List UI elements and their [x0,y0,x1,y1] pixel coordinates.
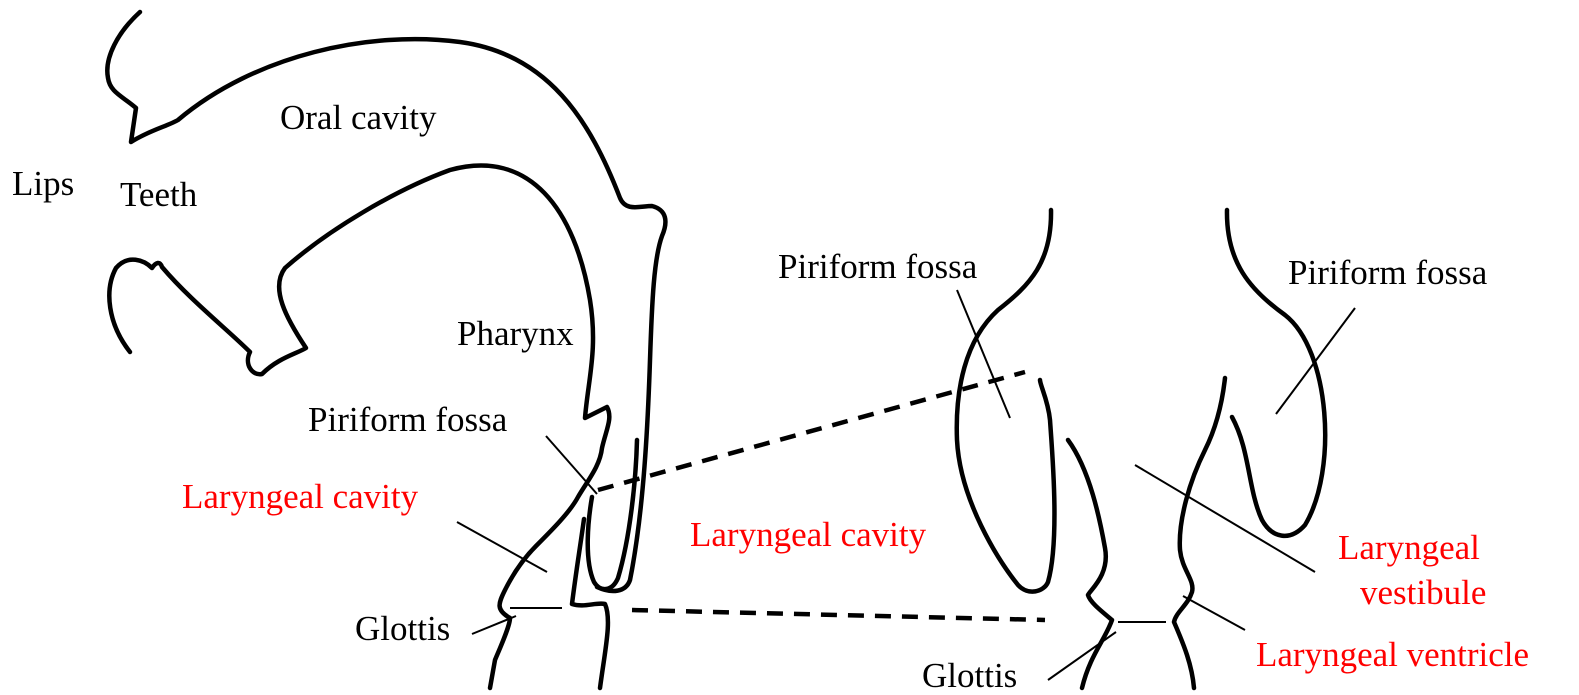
label-lips: Lips [12,164,74,203]
label-laryngeal-vestibule-line2: vestibule [1360,573,1486,612]
label-glottis-left: Glottis [355,609,450,648]
leader-laryngeal-ventricle [1183,596,1245,630]
leader-laryngeal-vestibule [1135,465,1315,572]
labels: Lips Teeth Oral cavity Pharynx Piriform … [12,98,1529,695]
label-pharynx: Pharynx [457,314,574,353]
leader-piriform-fossa-left [546,436,597,494]
label-teeth: Teeth [120,175,198,214]
leader-glottis-right [1048,632,1116,680]
label-laryngeal-vestibule-line1: Laryngeal [1338,528,1480,567]
epiglottis [588,440,637,589]
label-laryngeal-cavity-center: Laryngeal cavity [690,515,927,554]
leader-piriform-fossa-right [1276,308,1355,414]
right-aryepiglottic-fold-and-vocal-fold [1174,378,1225,688]
label-oral-cavity: Oral cavity [280,98,437,137]
label-piriform-fossa-center: Piriform fossa [778,247,978,286]
label-laryngeal-ventricle: Laryngeal ventricle [1256,635,1529,674]
label-piriform-fossa-left: Piriform fossa [308,400,508,439]
zoom-connector-bottom [632,610,1045,620]
label-piriform-fossa-right: Piriform fossa [1288,253,1488,292]
label-laryngeal-cavity-left: Laryngeal cavity [182,477,419,516]
label-glottis-right: Glottis [922,656,1017,695]
